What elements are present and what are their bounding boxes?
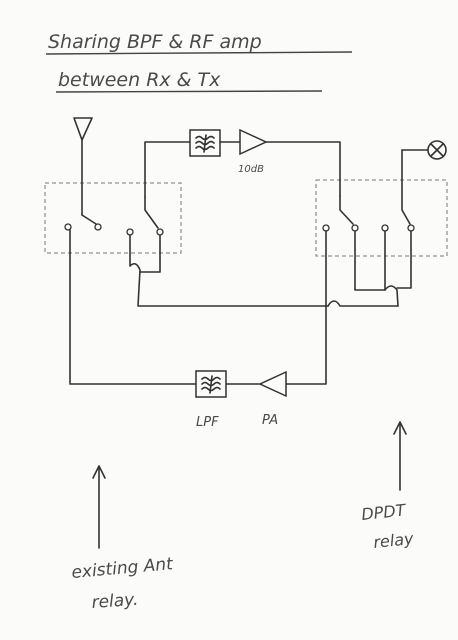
ant-relay-contact-no [126,228,134,236]
rf-amp-triangle-icon [239,128,268,156]
wire-ant-relay-to-dpdt-rx [129,234,329,307]
existing-ant-relay-box [44,182,182,254]
wire-dpdt-to-pa [285,230,327,385]
lamp-icon [427,140,447,160]
dpdt-note-line-1: DPDT [360,500,407,524]
ant-relay-arm-2 [144,196,159,229]
bpf-block [189,129,221,157]
title-line-1: Sharing BPF & RF amp [48,31,262,53]
dpdt-note-line-2: relay [372,529,414,552]
ant-relay-note-line-2: relay. [91,590,139,613]
arrow-to-ant-relay [92,465,106,549]
wire-dpdt-rx-out [384,230,399,307]
wire-dpdt-tx-out [396,230,412,289]
arrow-to-dpdt-relay [393,421,407,491]
antenna-icon [73,117,93,216]
wire-lpf-to-ant-relay [69,229,197,385]
dpdt-arm-2 [401,149,411,225]
lpf-label: LPF [196,415,219,430]
pa-triangle-icon [258,370,287,398]
wire-amp-to-dpdt [265,141,341,197]
dpdt-relay-box [315,179,448,257]
ant-relay-note-line-1: existing Ant [71,554,175,583]
title-underline-2 [55,90,323,93]
pa-label: PA [262,413,278,428]
ant-relay-contact-common-2 [156,228,164,236]
ant-relay-contact-common-1 [94,223,102,231]
wire-ant-to-bpf [144,141,191,198]
dpdt-contact-4 [407,224,415,232]
lpf-block [195,370,227,398]
title-underline-1 [45,51,353,55]
wire-rx-stub [139,234,161,273]
wire-dpdt-bridge [354,230,386,291]
dpdt-arm-1 [339,195,354,225]
wire-crossover [327,300,399,307]
dpdt-contact-3 [381,224,389,232]
amp-gain-label: 10dB [238,164,264,175]
ant-relay-contact-nc [64,223,72,231]
title-line-2: between Rx & Tx [58,69,221,91]
dpdt-contact-2 [351,224,359,232]
dpdt-contact-1 [322,224,330,232]
ant-relay-arm-1 [81,214,97,225]
